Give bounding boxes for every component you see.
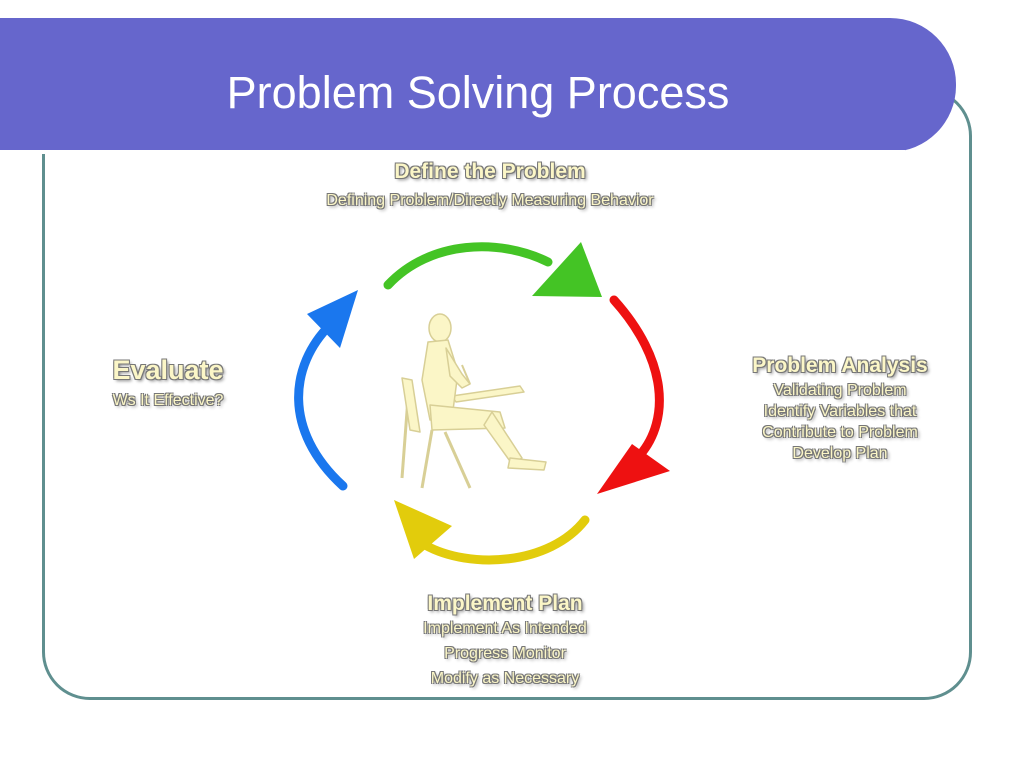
implement-line-3: Modify as Necessary — [430, 670, 580, 687]
implement-title: Implement Plan — [427, 592, 583, 615]
evaluate-title: Evaluate — [112, 355, 224, 385]
implement-line-1: Implement As Intended — [423, 620, 587, 637]
cycle-diagram — [294, 242, 670, 565]
arrow-evaluate — [294, 290, 358, 491]
arrow-analysis — [597, 295, 670, 494]
define-subtitle: Defining Problem/Directly Measuring Beha… — [326, 192, 654, 209]
implement-line-2: Progress Monitor — [444, 645, 566, 662]
define-title: Define the Problem — [394, 160, 586, 183]
arrow-define — [383, 242, 602, 297]
analysis-line-1: Validating Problem — [773, 382, 907, 399]
analysis-line-4: Develop Plan — [792, 445, 888, 462]
analysis-line-2: Identify Variables that — [763, 403, 917, 420]
student-at-desk-icon — [400, 313, 547, 489]
evaluate-subtitle: Ws It Effective? — [112, 392, 224, 409]
arrow-implement — [394, 500, 590, 565]
title-bar: Problem Solving Process — [0, 18, 956, 154]
title-underline — [0, 150, 905, 154]
slide-title: Problem Solving Process — [226, 67, 730, 118]
analysis-line-3: Contribute to Problem — [762, 424, 918, 441]
analysis-title: Problem Analysis — [752, 354, 928, 377]
